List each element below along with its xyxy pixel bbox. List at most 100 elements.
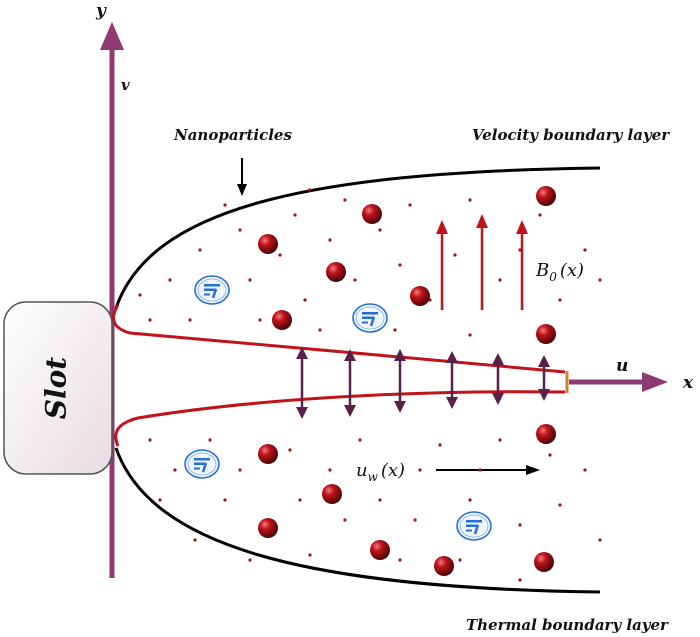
fluid-dot (438, 443, 442, 447)
slot-box (3, 301, 113, 475)
y-axis-label: y (95, 1, 107, 21)
fluid-dot (223, 498, 227, 502)
fluid-dot (413, 518, 417, 522)
nanoparticle-sphere (362, 204, 382, 224)
fluid-dot (168, 278, 172, 282)
fluid-dot (148, 318, 152, 322)
fluid-dot (538, 213, 542, 217)
nanoparticle-sphere (322, 484, 342, 504)
fluid-dot (398, 263, 402, 267)
fluid-dot (583, 468, 587, 472)
magnetic-field-label: B0(x) (535, 260, 584, 284)
nanoparticle-spheres (258, 186, 556, 576)
fluid-dot (468, 198, 472, 202)
fluid-dot (478, 468, 482, 472)
fluid-dot (293, 213, 297, 217)
fluid-dot (468, 333, 472, 337)
nanoparticle-sphere (370, 540, 390, 560)
fluid-dot (328, 238, 332, 242)
velocity-boundary-layer-curve (114, 166, 601, 309)
thermal-boundary-layer-label: Thermal boundary layer (466, 616, 669, 634)
fluid-dot (343, 518, 347, 522)
wall-velocity-label: uw(x) (356, 460, 405, 484)
wall-velocity-arrow (436, 465, 540, 475)
double-arrows (296, 347, 550, 419)
fluid-dot (453, 253, 457, 257)
nanoparticle-sphere (434, 556, 454, 576)
nanoparticles-label: Nanoparticles (173, 126, 292, 144)
nanoparticle-sphere (326, 262, 346, 282)
base-fluid-emblem-icon (184, 449, 220, 479)
fluid-dot (148, 438, 152, 442)
fluid-dot (138, 293, 142, 297)
fluid-dot (248, 558, 252, 562)
fluid-dot (173, 468, 177, 472)
velocity-boundary-layer-label: Velocity boundary layer (472, 126, 670, 144)
fluid-dot (238, 228, 242, 232)
nanoparticle-sphere (258, 234, 278, 254)
fluid-dots (138, 188, 602, 582)
upper-sheet-curve (112, 304, 566, 374)
base-fluid-emblem-icon (194, 275, 230, 305)
u-velocity-label: u (616, 356, 628, 376)
fluid-dot (378, 498, 382, 502)
fluid-dot (303, 298, 307, 302)
fluid-dot (468, 498, 472, 502)
base-fluid-emblem-icon (456, 511, 492, 541)
nanoparticle-sphere (258, 444, 278, 464)
double-arrow (446, 351, 458, 409)
base-fluid-emblem-icon (352, 303, 388, 333)
fluid-dot (408, 203, 412, 207)
fluid-dot (558, 503, 562, 507)
fluid-dot (208, 438, 212, 442)
double-arrow (344, 349, 356, 417)
fluid-dot (418, 468, 422, 472)
fluid-dot (308, 553, 312, 557)
nanoparticle-sphere (410, 286, 430, 306)
x-axis-label: x (682, 373, 694, 393)
fluid-dot (518, 248, 522, 252)
fluid-dot (518, 578, 522, 582)
nanoparticle-sphere (536, 324, 556, 344)
fluid-dot (598, 278, 602, 282)
fluid-dot (398, 558, 402, 562)
v-velocity-label: v (121, 76, 130, 94)
x-axis-arrow (569, 372, 668, 392)
slot-label: Slot (40, 357, 73, 420)
double-arrow (538, 355, 550, 401)
magnetic-field-arrows (436, 214, 528, 310)
double-arrow (296, 347, 308, 419)
nanoparticle-sphere (534, 552, 554, 572)
fluid-dot (518, 523, 522, 527)
fluid-dot (278, 253, 282, 257)
lower-sheet-curve (114, 390, 566, 447)
fluid-dot (188, 318, 192, 322)
fluid-dot (583, 248, 587, 252)
fluid-dot (458, 558, 462, 562)
fluid-dot (223, 203, 227, 207)
nanoparticle-sphere (258, 518, 278, 538)
fluid-dot (353, 278, 357, 282)
fluid-dot (198, 248, 202, 252)
y-axis (100, 22, 124, 578)
fluid-dot (498, 438, 502, 442)
fluid-dot (158, 498, 162, 502)
fluid-dot (258, 318, 262, 322)
fluid-dot (548, 453, 552, 457)
nanoparticle-sphere (536, 424, 556, 444)
fluid-dot (238, 468, 242, 472)
fluid-dot (328, 468, 332, 472)
fluid-dot (378, 228, 382, 232)
fluid-dot (288, 448, 292, 452)
nanoparticle-sphere (536, 186, 556, 206)
fluid-dot (358, 438, 362, 442)
fluid-dot (298, 498, 302, 502)
double-arrow (394, 349, 406, 413)
fluid-dot (343, 198, 347, 202)
fluid-dot (193, 538, 197, 542)
base-fluid-emblems (184, 275, 492, 541)
nanoparticle-sphere (272, 310, 292, 330)
thermal-boundary-layer-curve (114, 447, 601, 594)
double-arrow (492, 353, 504, 405)
